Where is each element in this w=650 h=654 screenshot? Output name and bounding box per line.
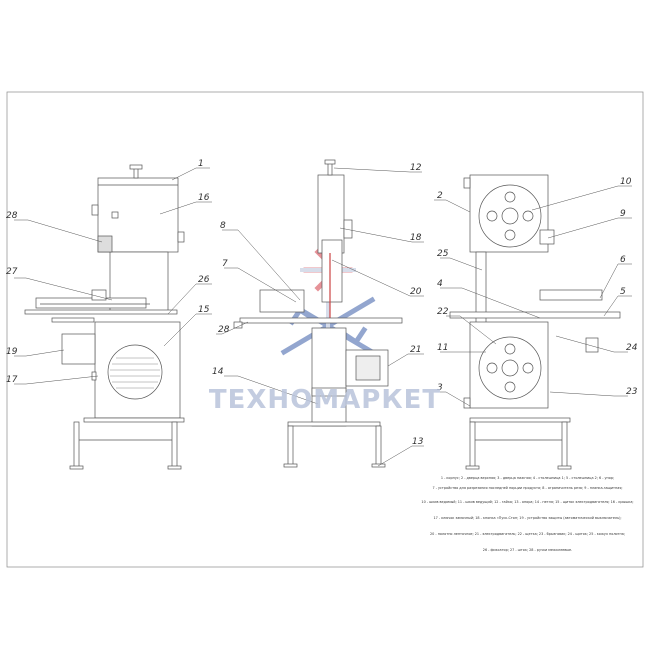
tension-knob xyxy=(129,164,143,170)
front-table xyxy=(35,297,147,309)
tension-knob-stem xyxy=(133,167,139,179)
base-frame xyxy=(83,417,185,423)
leg-left xyxy=(73,421,80,468)
callout-9: 9 xyxy=(620,209,626,219)
callout-21: 21 xyxy=(410,345,421,355)
switch-box xyxy=(61,333,96,365)
callout-16: 16 xyxy=(198,193,210,203)
side-tabletop xyxy=(239,317,403,324)
legend-line-5: 20 - полотно ленточное; 21 - электродвиг… xyxy=(430,532,625,536)
leader-lines xyxy=(14,167,632,467)
callout-14: 14 xyxy=(212,367,224,377)
callout-8: 8 xyxy=(220,221,226,231)
callout-22: 22 xyxy=(437,307,449,317)
front-tabletop xyxy=(24,309,178,315)
side-column xyxy=(321,239,343,303)
legend-line-2: 7 - устройство для разрезания последней … xyxy=(432,486,623,490)
callout-26: 26 xyxy=(198,275,210,285)
callout-19: 19 xyxy=(6,347,18,357)
legend-line-3: 10 - шкив ведомый; 11 - шкив ведущий; 12… xyxy=(421,500,634,504)
open-view-tabletop xyxy=(449,311,621,319)
callout-27: 27 xyxy=(6,267,18,277)
watermark-text: ТЕХНОМАРКЕТ xyxy=(209,385,441,415)
callout-1: 1 xyxy=(198,159,204,169)
callout-25: 25 xyxy=(437,249,449,259)
callout-23: 23 xyxy=(626,387,638,397)
callout-4: 4 xyxy=(437,279,443,289)
callout-7: 7 xyxy=(222,259,228,269)
side-base xyxy=(287,421,381,427)
legend-line-6: 26 - фиксатор; 27 - шток; 28 - ручки меж… xyxy=(482,548,573,552)
blade-cover xyxy=(475,251,487,333)
callout-10: 10 xyxy=(620,177,632,187)
callout-28: 28 xyxy=(6,211,18,221)
callout-6: 6 xyxy=(620,255,626,265)
callout-5: 5 xyxy=(620,287,626,297)
callout-15: 15 xyxy=(198,305,210,315)
drawing-frame xyxy=(6,91,644,568)
callout-2: 2 xyxy=(437,191,443,201)
callout-3: 3 xyxy=(437,383,443,393)
callout-13: 13 xyxy=(412,437,424,447)
callout-20: 20 xyxy=(410,287,422,297)
legend-line-1: 1 - корпус; 2 - дверца верхняя; 3 - двер… xyxy=(440,476,615,480)
callout-28-side: 28 xyxy=(218,325,230,335)
legend-line-4: 17 - ключок замочный; 18 - кнопка «Пуск-… xyxy=(433,516,622,520)
callout-labels: 1 2 3 4 5 6 7 8 9 10 11 12 13 14 15 16 1… xyxy=(6,159,638,447)
callout-24: 24 xyxy=(626,343,638,353)
front-view xyxy=(24,164,185,470)
side-view xyxy=(233,159,403,468)
callout-12: 12 xyxy=(410,163,422,173)
callout-17: 17 xyxy=(6,375,18,385)
open-view xyxy=(449,174,621,470)
callout-18: 18 xyxy=(410,233,422,243)
side-cutter-block xyxy=(259,289,305,313)
callout-11: 11 xyxy=(437,343,448,353)
motor-cover xyxy=(107,344,163,400)
leg-right xyxy=(171,421,178,468)
